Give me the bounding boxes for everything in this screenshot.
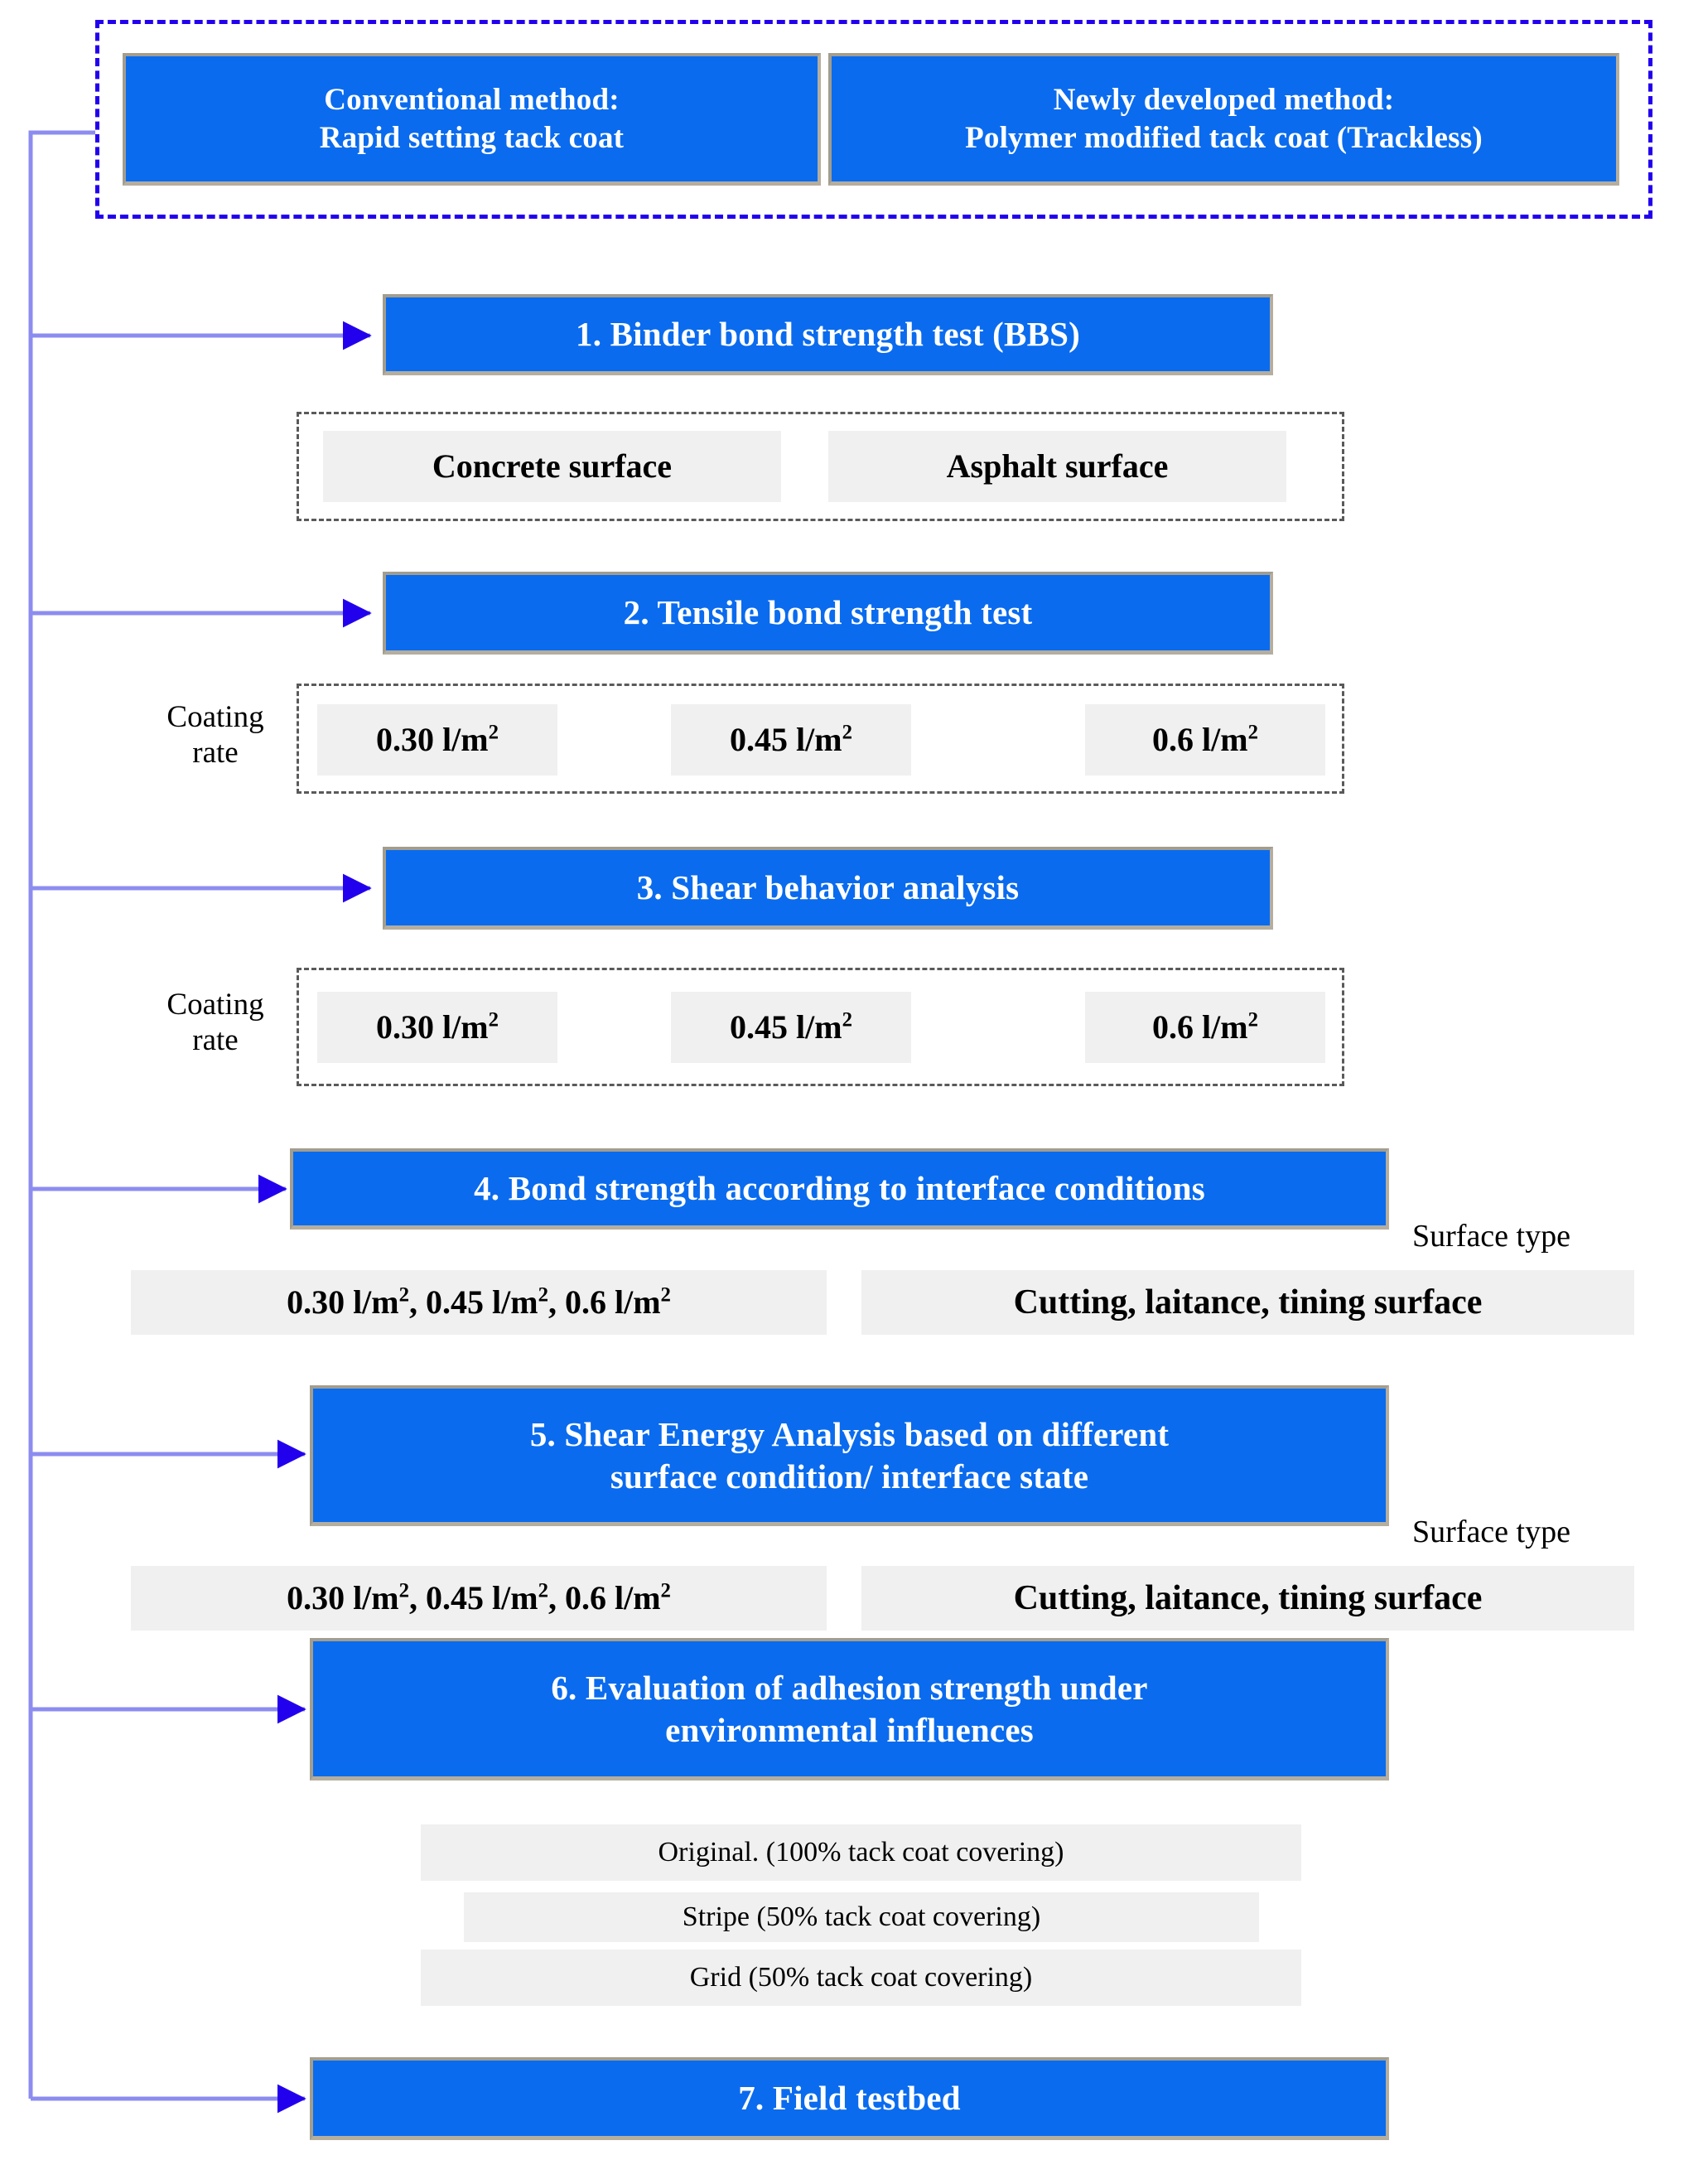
step-7-box[interactable]: 7. Field testbed <box>310 2057 1389 2140</box>
step-3-subgroup <box>297 968 1344 1086</box>
rate-value: 0.45 l/m2 <box>730 1008 852 1046</box>
step-4-subitem-surfaces[interactable]: Cutting, laitance, tining surface <box>861 1270 1634 1335</box>
step-3-box[interactable]: 3. Shear behavior analysis <box>383 847 1273 930</box>
rate-value: 0.30 l/m2 <box>376 1008 499 1046</box>
step-2-subitem-06[interactable]: 0.6 l/m2 <box>1085 704 1325 776</box>
step-4-title: 4. Bond strength according to interface … <box>474 1169 1205 1208</box>
step-3-subitem-030[interactable]: 0.30 l/m2 <box>317 992 557 1063</box>
step-2-subitem-030[interactable]: 0.30 l/m2 <box>317 704 557 776</box>
step-3-title: 3. Shear behavior analysis <box>636 868 1020 907</box>
new-method-line2: Polymer modified tack coat (Trackless) <box>965 120 1483 155</box>
step-2-subitem-045[interactable]: 0.45 l/m2 <box>671 704 911 776</box>
step-3-subitem-045[interactable]: 0.45 l/m2 <box>671 992 911 1063</box>
step-5-surface-type-label: Surface type <box>1412 1515 1570 1549</box>
step-7-title: 7. Field testbed <box>738 2079 961 2118</box>
step-1-subitem-concrete[interactable]: Concrete surface <box>323 431 781 502</box>
step-5-box[interactable]: 5. Shear Energy Analysis based on differ… <box>310 1385 1389 1526</box>
step-2-box[interactable]: 2. Tensile bond strength test <box>383 572 1273 655</box>
step-6-subitem-original[interactable]: Original. (100% tack coat covering) <box>421 1824 1301 1881</box>
method-comparison-group <box>95 20 1652 219</box>
new-method-box[interactable]: Newly developed method: Polymer modified… <box>828 53 1619 186</box>
step-1-box[interactable]: 1. Binder bond strength test (BBS) <box>383 294 1273 375</box>
step-1-subgroup <box>297 412 1344 521</box>
rate-value: 0.30 l/m2 <box>376 721 499 758</box>
step-4-box[interactable]: 4. Bond strength according to interface … <box>290 1148 1389 1230</box>
rate-value: 0.6 l/m2 <box>1152 1008 1258 1046</box>
new-method-line1: Newly developed method: <box>1053 83 1395 118</box>
step-2-subgroup <box>297 684 1344 794</box>
step-6-title-line1: 6. Evaluation of adhesion strength under <box>551 1669 1148 1708</box>
rate-value: 0.45 l/m2 <box>730 721 852 758</box>
rate-list: 0.30 l/m2, 0.45 l/m2, 0.6 l/m2 <box>287 1579 671 1616</box>
step-2-title: 2. Tensile bond strength test <box>623 593 1033 632</box>
conventional-method-box[interactable]: Conventional method: Rapid setting tack … <box>123 53 821 186</box>
step-1-subitem-asphalt[interactable]: Asphalt surface <box>828 431 1286 502</box>
step-4-surface-type-label: Surface type <box>1412 1219 1570 1254</box>
step-6-subitem-grid[interactable]: Grid (50% tack coat covering) <box>421 1950 1301 2006</box>
step-6-box[interactable]: 6. Evaluation of adhesion strength under… <box>310 1638 1389 1781</box>
step-6-title-line2: environmental influences <box>665 1710 1034 1749</box>
step-1-title: 1. Binder bond strength test (BBS) <box>576 315 1080 354</box>
step-6-subitem-stripe[interactable]: Stripe (50% tack coat covering) <box>464 1892 1259 1942</box>
conventional-method-line2: Rapid setting tack coat <box>319 120 625 155</box>
conventional-method-line1: Conventional method: <box>324 83 620 118</box>
step-3-subitem-06[interactable]: 0.6 l/m2 <box>1085 992 1325 1063</box>
step-5-title-line2: surface condition/ interface state <box>610 1457 1089 1495</box>
step-5-title-line1: 5. Shear Energy Analysis based on differ… <box>529 1415 1170 1454</box>
step-5-subitem-rates[interactable]: 0.30 l/m2, 0.45 l/m2, 0.6 l/m2 <box>131 1566 827 1631</box>
step-4-subitem-rates[interactable]: 0.30 l/m2, 0.45 l/m2, 0.6 l/m2 <box>131 1270 827 1335</box>
rate-list: 0.30 l/m2, 0.45 l/m2, 0.6 l/m2 <box>287 1283 671 1321</box>
step-5-subitem-surfaces[interactable]: Cutting, laitance, tining surface <box>861 1566 1634 1631</box>
rate-value: 0.6 l/m2 <box>1152 721 1258 758</box>
